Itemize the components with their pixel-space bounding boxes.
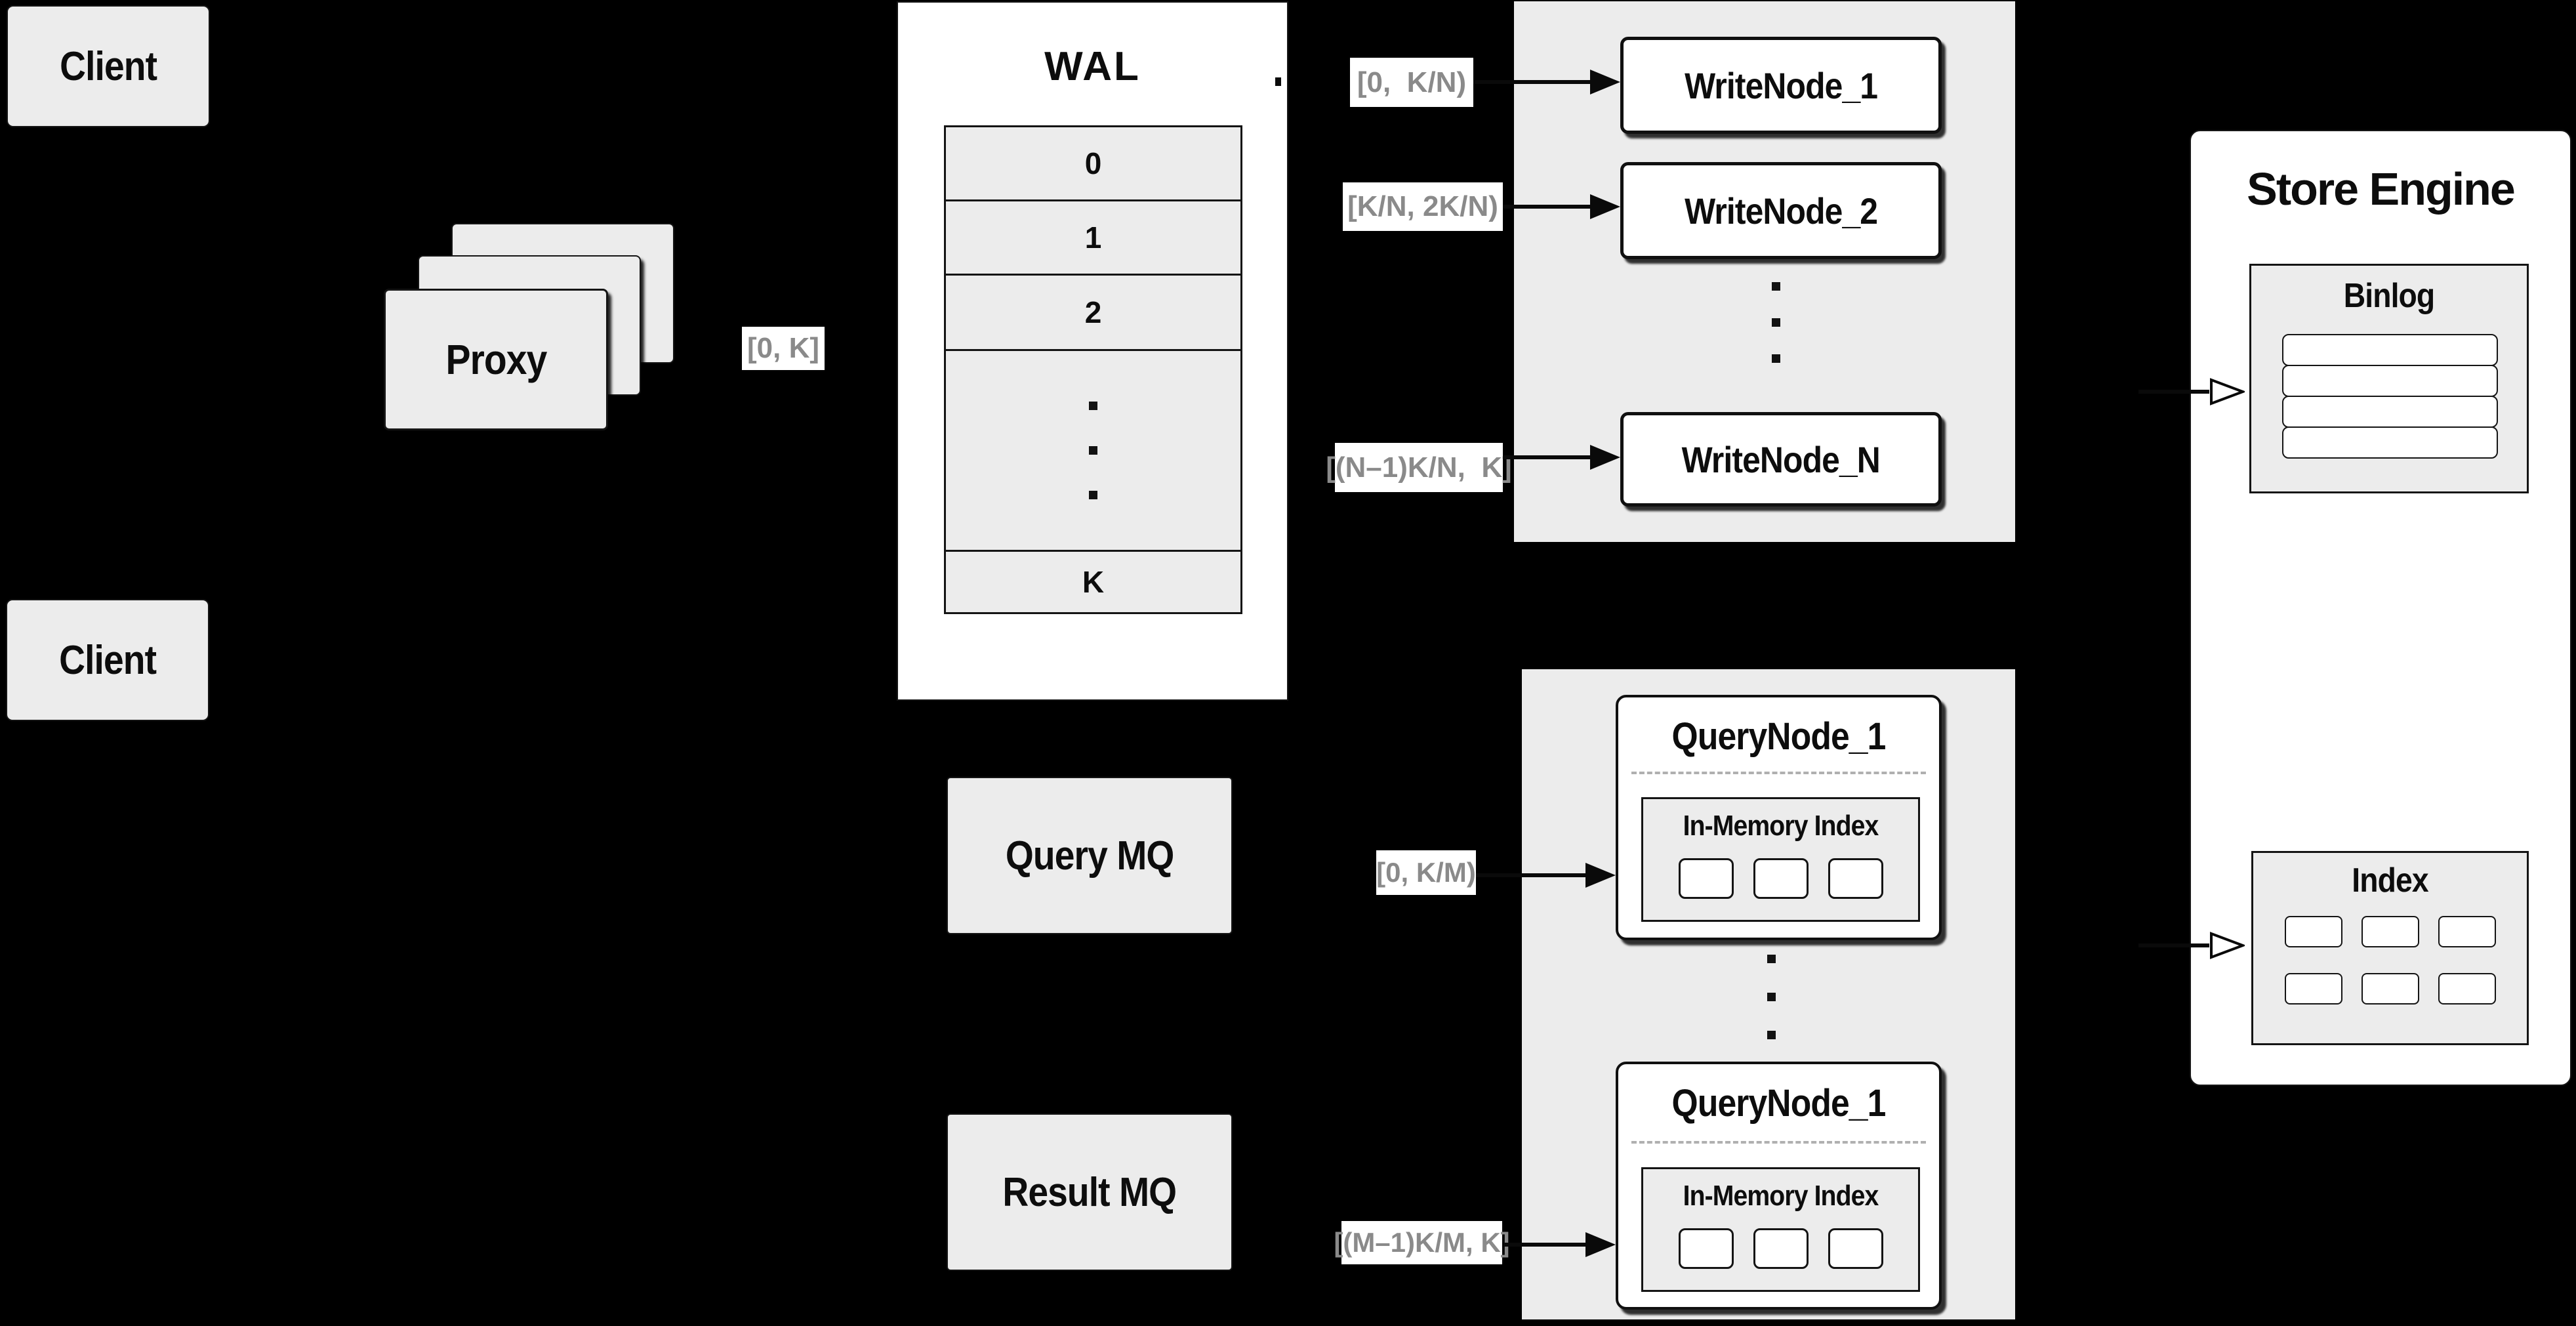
arrowhead-write-node-2 xyxy=(1590,194,1620,219)
write-node-2-box: WriteNode_2 xyxy=(1620,162,1942,259)
proxy-label: Proxy xyxy=(445,336,547,383)
client-top-label: Client xyxy=(60,43,157,89)
client-box-bottom: Client xyxy=(6,599,209,721)
query-node-2-divider xyxy=(1631,1141,1927,1144)
write-node-1-box: WriteNode_1 xyxy=(1620,37,1942,134)
wal-connector-tick xyxy=(1275,77,1281,86)
result-mq-box: Result MQ xyxy=(947,1113,1233,1271)
index-cell-row xyxy=(2253,916,2527,947)
range-label-proxy-to-wal: [0, K] xyxy=(742,327,825,370)
query-node-ellipsis xyxy=(1767,955,1776,1039)
query-node-1-box: QueryNode_1 In-Memory Index xyxy=(1616,695,1942,940)
index-cell-row xyxy=(2253,973,2527,1005)
wal-segment-row: 1 xyxy=(944,199,1242,276)
in-memory-index-2-segments xyxy=(1643,1228,1918,1269)
binlog-row xyxy=(2282,365,2498,397)
result-mq-label: Result MQ xyxy=(1002,1169,1177,1215)
client-bottom-label: Client xyxy=(59,637,157,683)
query-mq-label: Query MQ xyxy=(1005,833,1174,879)
query-node-2-box: QueryNode_1 In-Memory Index xyxy=(1616,1062,1942,1310)
arrow-to-write-node-1 xyxy=(1473,80,1590,84)
index-box: Index xyxy=(2251,851,2529,1045)
in-memory-index-1-label: In-Memory Index xyxy=(1683,810,1879,842)
store-engine-box: Store Engine Binlog Index xyxy=(2190,130,2571,1086)
binlog-rows xyxy=(2282,334,2498,459)
hollow-arrowhead-binlog xyxy=(2210,378,2245,405)
arrowhead-write-node-1 xyxy=(1590,70,1620,94)
index-cell xyxy=(2438,916,2496,947)
wal-segment-row-last: K xyxy=(944,550,1242,614)
arrow-to-binlog xyxy=(2138,390,2209,394)
index-cell xyxy=(2284,916,2342,947)
segment-cell xyxy=(1828,858,1883,899)
segment-cell xyxy=(1678,1228,1734,1269)
arrowhead-write-node-n xyxy=(1590,445,1620,470)
index-cell xyxy=(2284,973,2342,1005)
query-node-1-title: QueryNode_1 xyxy=(1671,715,1887,758)
write-node-n-label: WriteNode_N xyxy=(1681,438,1881,480)
in-memory-index-1-segments xyxy=(1643,858,1918,899)
arrow-to-write-node-n xyxy=(1503,455,1590,459)
query-node-2-title: QueryNode_1 xyxy=(1671,1082,1887,1125)
client-box-top: Client xyxy=(7,5,210,127)
binlog-row xyxy=(2282,396,2498,428)
segment-cell xyxy=(1753,1228,1809,1269)
query-node-1-divider xyxy=(1631,772,1927,774)
segment-cell xyxy=(1678,858,1734,899)
wal-box: WAL 0 1 2 K xyxy=(897,1,1288,701)
binlog-box: Binlog xyxy=(2249,264,2529,493)
range-label-write-n: [(N–1)K/N, K] xyxy=(1326,443,1512,492)
in-memory-index-2-box: In-Memory Index xyxy=(1641,1167,1920,1292)
segment-cell xyxy=(1753,858,1809,899)
segment-cell xyxy=(1828,1228,1883,1269)
arrowhead-query-node-2 xyxy=(1585,1232,1616,1257)
write-node-ellipsis xyxy=(1772,282,1780,363)
index-cell xyxy=(2361,973,2419,1005)
query-mq-box: Query MQ xyxy=(947,777,1233,934)
hollow-arrowhead-index xyxy=(2210,932,2245,959)
index-cell xyxy=(2361,916,2419,947)
wal-segment-row: 0 xyxy=(944,125,1242,201)
binlog-label: Binlog xyxy=(2343,277,2436,315)
arrow-to-index xyxy=(2138,943,2209,947)
write-node-n-box: WriteNode_N xyxy=(1620,412,1942,507)
range-label-query-1: [0, K/M) xyxy=(1376,850,1476,895)
range-label-write-2: [K/N, 2K/N) xyxy=(1343,182,1503,231)
index-cell xyxy=(2438,973,2496,1005)
in-memory-index-1-box: In-Memory Index xyxy=(1641,797,1920,922)
proxy-box: Proxy xyxy=(384,289,608,430)
arrow-to-write-node-2 xyxy=(1503,205,1590,209)
range-label-write-1: [0, K/N) xyxy=(1350,58,1473,107)
wal-segment-table: 0 1 2 K xyxy=(944,125,1242,614)
write-node-1-label: WriteNode_1 xyxy=(1685,64,1878,106)
write-node-2-label: WriteNode_2 xyxy=(1685,190,1878,232)
arrow-to-query-node-1 xyxy=(1476,873,1585,877)
binlog-row xyxy=(2282,426,2498,459)
wal-segment-row: 2 xyxy=(944,274,1242,351)
store-engine-title: Store Engine xyxy=(2247,163,2516,215)
range-label-query-2: [(M–1)K/M, K] xyxy=(1334,1221,1510,1264)
in-memory-index-2-label: In-Memory Index xyxy=(1683,1180,1879,1212)
arrow-to-query-node-2 xyxy=(1503,1243,1585,1247)
ellipsis-dots xyxy=(1089,402,1097,499)
binlog-row xyxy=(2282,334,2498,366)
index-label: Index xyxy=(2352,861,2428,900)
arrowhead-query-node-1 xyxy=(1585,863,1616,888)
wal-ellipsis-row xyxy=(944,349,1242,552)
wal-title: WAL xyxy=(1044,44,1141,89)
